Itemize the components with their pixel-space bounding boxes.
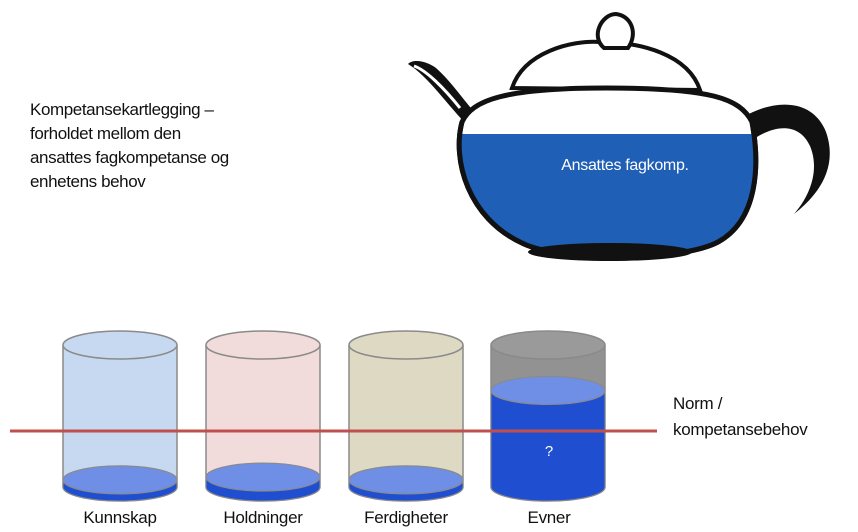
norm-label-line-1: Norm / (673, 394, 723, 413)
description-text: Kompetansekartlegging – forholdet mellom… (30, 98, 310, 194)
jar-label-evner: Evner (527, 508, 571, 527)
description-line-4: enhetens behov (30, 172, 146, 191)
jar-evner (490, 330, 606, 502)
jar-question-mark: ? (544, 443, 554, 460)
description-line-2: forholdet mellom den (30, 124, 181, 143)
description-line-3: ansattes fagkompetanse og (30, 148, 229, 167)
jar-label-holdninger: Holdninger (223, 508, 303, 527)
teapot-handle (742, 104, 830, 214)
jar-holdninger (205, 330, 321, 502)
jar-kunnskap (62, 330, 178, 502)
description-line-1: Kompetansekartlegging – (30, 100, 214, 119)
teapot-label: Ansattes fagkomp. (561, 157, 689, 174)
jar-label-kunnskap: Kunnskap (83, 508, 157, 527)
norm-label-line-2: kompetansebehov (673, 420, 808, 439)
norm-label: Norm / kompetansebehov (673, 391, 808, 443)
jar-ferdigheter (348, 330, 464, 502)
jar-liquid-evner (490, 389, 606, 502)
teapot-knob (595, 11, 635, 50)
jar-label-ferdigheter: Ferdigheter (364, 508, 448, 527)
